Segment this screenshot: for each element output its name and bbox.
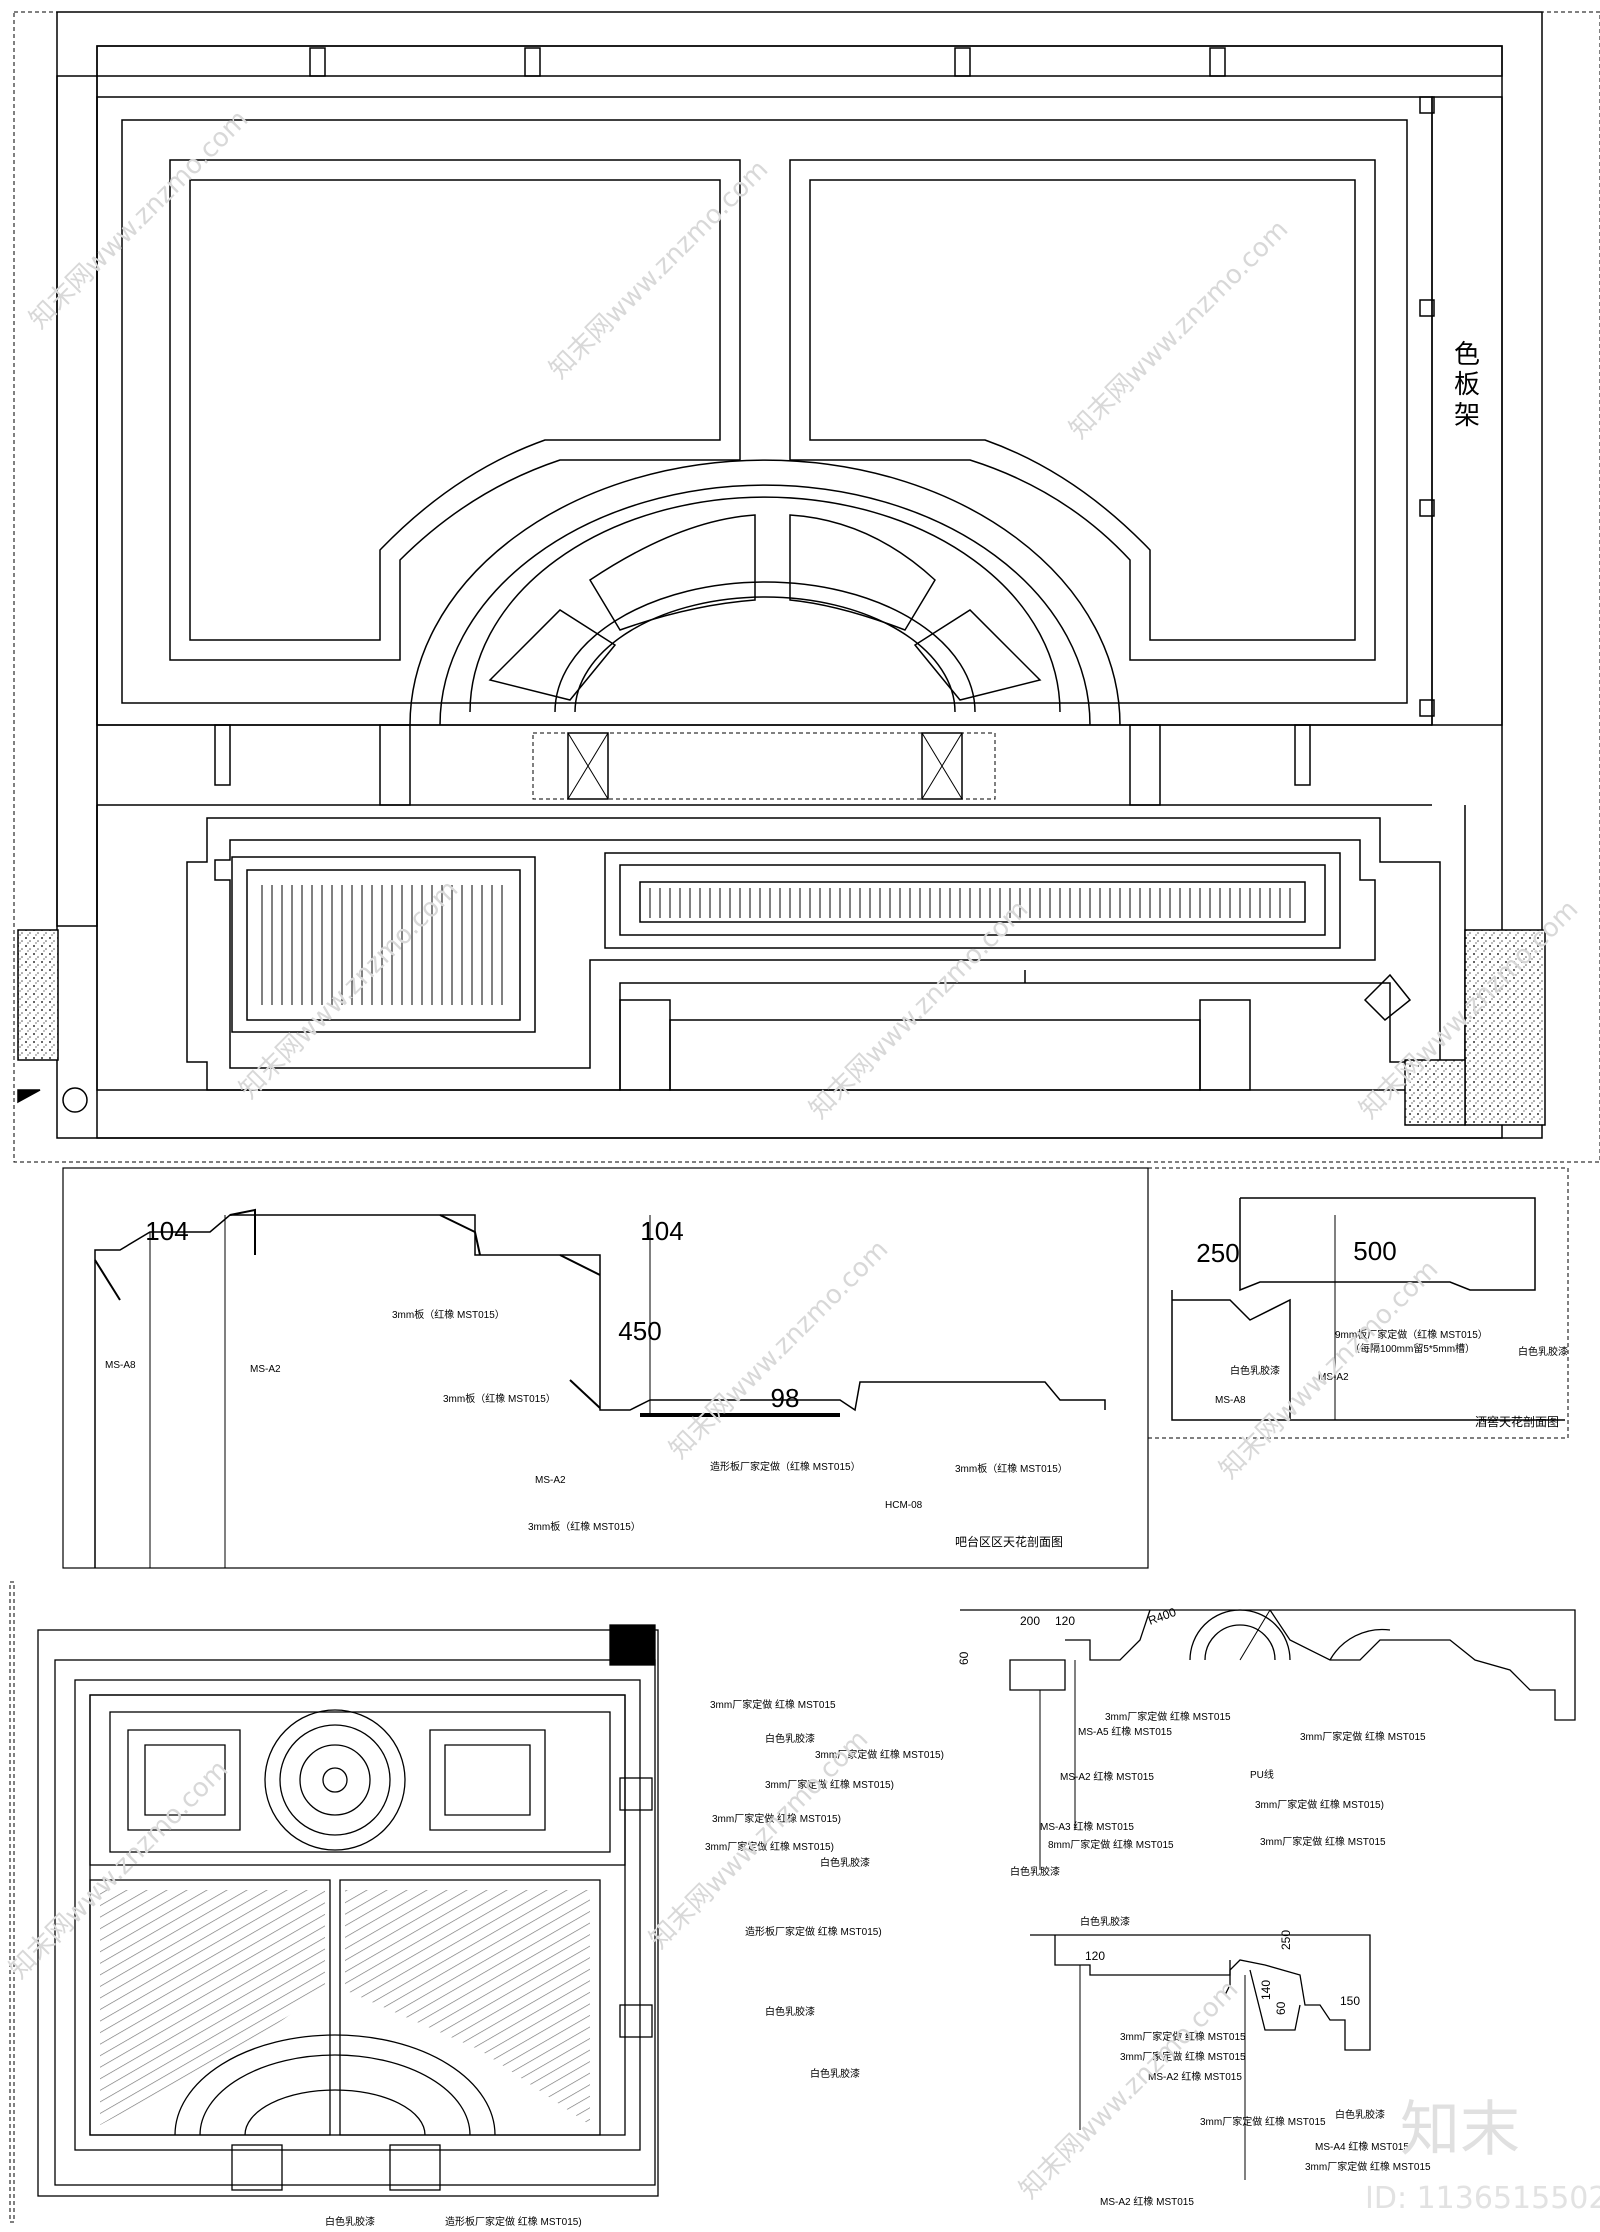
watermark-tiles: 知末网www.znzmo.com 知末网www.znzmo.com 知末网www… xyxy=(4,104,1585,2205)
wine-cellar-labels: 250 500 9mm板厂家定做（红橡 MST015） （每隔100mm留5*5… xyxy=(1196,1236,1568,1429)
callout-wine-5: MS-A8 xyxy=(1215,1395,1246,1406)
callout-bp-2: 白色乳胶漆 xyxy=(765,1732,815,1745)
callout-bar-9: 3mm板（红橡 MST015） xyxy=(955,1462,1068,1475)
callout-bp-12: 造形板厂家定做 红橡 MST015) xyxy=(445,2215,582,2228)
rack-label-char-2: 板 xyxy=(1454,369,1480,399)
watermark-brand: 知末 xyxy=(1400,2095,1520,2165)
wine-cellar-section xyxy=(1147,1167,1569,1439)
callout-db-6: MS-A2 红橡 MST015 xyxy=(1100,2195,1194,2208)
bar-section-title: 吧台区区天花剖面图 xyxy=(955,1534,1063,1549)
callout-bar-6: 3mm板（红橡 MST015） xyxy=(528,1520,641,1533)
callout-db-2: 3mm厂家定做 红橡 MST015 xyxy=(1120,2030,1246,2043)
callout-db-9: 白色乳胶漆 xyxy=(1335,2108,1385,2121)
callout-da-1: 3mm厂家定做 红橡 MST015 xyxy=(1105,1710,1231,1723)
callout-bp-1: 3mm厂家定做 红橡 MST015 xyxy=(710,1698,836,1711)
callout-db-5: 3mm厂家定做 红橡 MST015 xyxy=(1200,2115,1326,2128)
watermark-tile-3: 知末网www.znzmo.com xyxy=(1064,214,1295,445)
detail-b-labels: 120 250 140 150 60 白色乳胶漆 3mm厂家定做 红橡 MST0… xyxy=(1080,1915,1431,2208)
rack-label: 色 板 架 xyxy=(1454,339,1480,430)
callout-wine-6: MS-A2 xyxy=(1318,1372,1349,1383)
watermark-tile-10: 知末网www.znzmo.com xyxy=(644,1724,875,1955)
callout-bp-11: 白色乳胶漆 xyxy=(325,2215,375,2228)
bar-section-dims: 104 104 450 98 xyxy=(145,1215,799,1415)
callout-da-10: 3mm厂家定做 红橡 MST015 xyxy=(1260,1835,1386,1848)
callout-da-4: MS-A3 红橡 MST015 xyxy=(1040,1820,1134,1833)
dim-b-150: 150 xyxy=(1340,1994,1360,2008)
dim-500: 500 xyxy=(1353,1236,1396,1266)
callout-bp-10: 白色乳胶漆 xyxy=(810,2067,860,2080)
dim-b-250: 250 xyxy=(1279,1930,1293,1950)
callout-bar-1: 3mm板（红橡 MST015） xyxy=(392,1308,505,1321)
callout-bp-9: 白色乳胶漆 xyxy=(765,2005,815,2018)
dim-104-left: 104 xyxy=(145,1216,188,1246)
rack-label-char-3: 架 xyxy=(1454,400,1480,430)
callout-da-6: 白色乳胶漆 xyxy=(1010,1865,1060,1878)
dim-250: 250 xyxy=(1196,1238,1239,1268)
callout-da-9: 3mm厂家定做 红橡 MST015 xyxy=(1300,1730,1426,1743)
callout-bar-5: MS-A2 xyxy=(535,1475,566,1486)
callout-da-2: MS-A5 红橡 MST015 xyxy=(1078,1725,1172,1738)
bottom-plan-hatch xyxy=(100,1890,590,2125)
bar-section-callouts: 3mm板（红橡 MST015） 3mm板（红橡 MST015） MS-A8 MS… xyxy=(105,1308,1068,1549)
callout-bp-6: 3mm厂家定做 红橡 MST015) xyxy=(705,1840,834,1853)
callout-bp-7: 白色乳胶漆 xyxy=(820,1856,870,1869)
dim-b-60: 60 xyxy=(1274,2001,1288,2015)
dim-98: 98 xyxy=(771,1383,800,1413)
callout-da-7: PU线 xyxy=(1250,1768,1274,1781)
callout-da-3: MS-A2 红橡 MST015 xyxy=(1060,1770,1154,1783)
watermark-tile-1: 知末网www.znzmo.com xyxy=(24,104,255,335)
dim-450: 450 xyxy=(618,1316,661,1346)
dim-104-right: 104 xyxy=(640,1216,683,1246)
watermark-tile-11: 知末网www.znzmo.com xyxy=(1014,1974,1245,2205)
callout-wine-1: 9mm板厂家定做（红橡 MST015） xyxy=(1335,1328,1488,1341)
bottom-plan-callouts: 3mm厂家定做 红橡 MST015 白色乳胶漆 3mm厂家定做 红橡 MST01… xyxy=(325,1698,944,2228)
callout-db-8: 3mm厂家定做 红橡 MST015 xyxy=(1305,2160,1431,2173)
callout-wine-2: （每隔100mm留5*5mm槽） xyxy=(1350,1342,1475,1355)
callout-bar-4: MS-A2 xyxy=(250,1364,281,1375)
bar-ceiling-section xyxy=(62,1167,1149,1569)
callout-bp-8: 造形板厂家定做 红橡 MST015) xyxy=(745,1925,882,1938)
callout-bar-7: 造形板厂家定做（红橡 MST015） xyxy=(710,1460,861,1473)
dim-r400: R400 xyxy=(1146,1605,1178,1628)
louver-slats-left xyxy=(261,885,503,1005)
watermark-tile-7: 知末网www.znzmo.com xyxy=(664,1234,895,1465)
bottom-ceiling-plan xyxy=(9,1581,659,2223)
detail-a-labels: 200 120 R400 60 3mm厂家定做 红橡 MST015 MS-A5 … xyxy=(957,1605,1426,1878)
callout-bar-2: 3mm板（红橡 MST015） xyxy=(443,1392,556,1405)
callout-bar-3: MS-A8 xyxy=(105,1360,136,1371)
wine-section-title: 酒窖天花剖面图 xyxy=(1475,1414,1559,1429)
watermark-id: ID: 1136515502 xyxy=(1365,2181,1600,2216)
callout-db-4: MS-A2 红橡 MST015 xyxy=(1148,2070,1242,2083)
dim-200: 200 xyxy=(1020,1614,1040,1628)
detail-a-section xyxy=(960,1609,1576,1870)
callout-bp-3: 3mm厂家定做 红橡 MST015) xyxy=(815,1748,944,1761)
dim-60: 60 xyxy=(957,1651,971,1665)
louver-slats-right xyxy=(649,888,1291,918)
callout-wine-3: 白色乳胶漆 xyxy=(1518,1345,1568,1358)
dim-b-140: 140 xyxy=(1259,1980,1273,2000)
callout-wine-4: 白色乳胶漆 xyxy=(1230,1364,1280,1377)
watermark-tile-4: 知末网www.znzmo.com xyxy=(234,874,465,1105)
callout-bp-4: 3mm厂家定做 红橡 MST015) xyxy=(765,1778,894,1791)
callout-db-7: MS-A4 红橡 MST015 xyxy=(1315,2140,1409,2153)
top-ceiling-plan xyxy=(13,11,1600,1163)
callout-db-3: 3mm厂家定做 红橡 MST015 xyxy=(1120,2050,1246,2063)
detail-b-section xyxy=(1030,1934,1371,2180)
callout-bp-5: 3mm厂家定做 红橡 MST015) xyxy=(712,1812,841,1825)
rack-label-char-1: 色 xyxy=(1454,339,1480,369)
callout-db-1: 白色乳胶漆 xyxy=(1080,1915,1130,1928)
callout-bar-8: HCM-08 xyxy=(885,1500,923,1511)
dim-120: 120 xyxy=(1055,1614,1075,1628)
callout-da-5: 8mm厂家定做 红橡 MST015 xyxy=(1048,1838,1174,1851)
callout-da-8: 3mm厂家定做 红橡 MST015) xyxy=(1255,1798,1384,1811)
dim-b-120: 120 xyxy=(1085,1949,1105,1963)
